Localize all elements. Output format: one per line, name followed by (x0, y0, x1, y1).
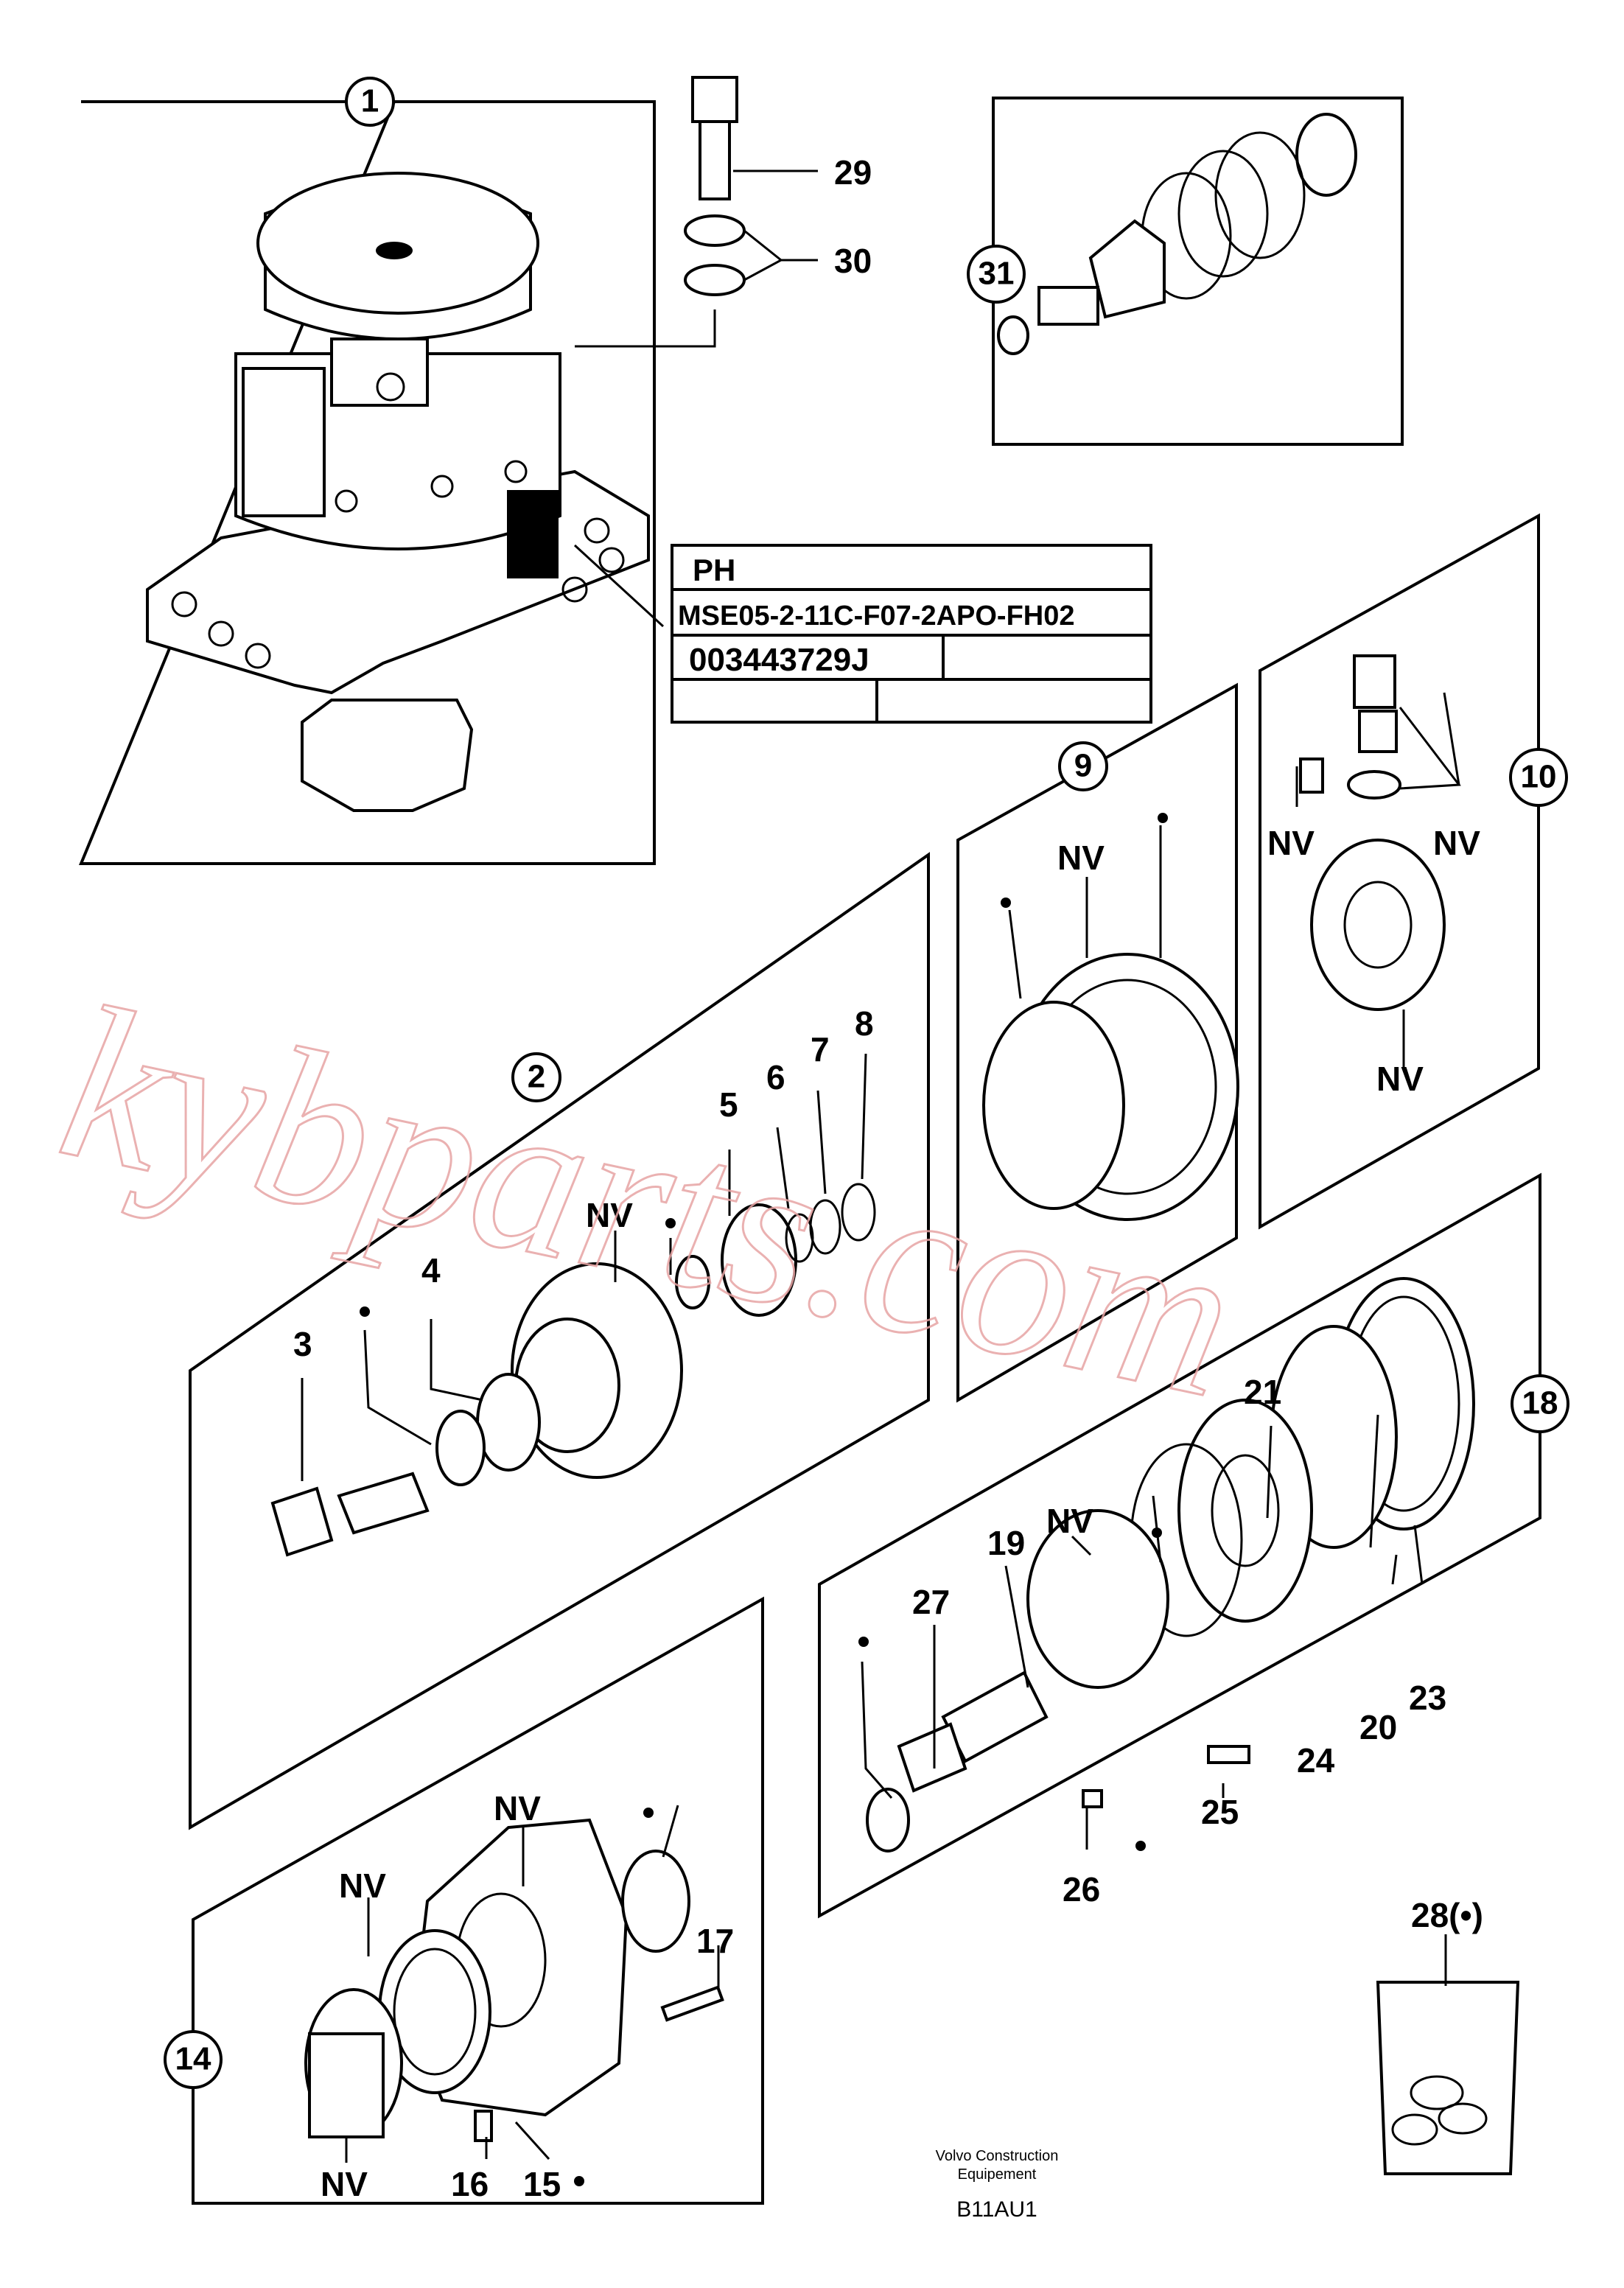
label-27: 27 (912, 1583, 950, 1621)
svg-text:9: 9 (1074, 748, 1092, 784)
panel-2-housing (189, 852, 930, 1830)
svg-text:2: 2 (528, 1059, 545, 1095)
label-nv-panel-2: NV (586, 1196, 633, 1234)
footer-line-1: Volvo Construction (936, 2148, 1059, 2164)
callout-31: 31 (967, 245, 1026, 304)
label-nv-panel-10-bottom: NV (1376, 1060, 1424, 1098)
label-nv-panel-14-top: NV (494, 1789, 541, 1827)
label-nv-panel-14-bottom: NV (321, 2165, 368, 2203)
bolt-and-washers (684, 76, 818, 296)
nameplate-line-2: MSE05-2-11C-F07-2APO-FH02 (678, 601, 1075, 632)
label-nv-panel-14-left: NV (339, 1867, 386, 1905)
label-16: 16 (451, 2165, 489, 2203)
callout-1: 1 (345, 77, 395, 127)
panel-1-swing-motor (79, 100, 716, 865)
callout-18: 18 (1511, 1374, 1569, 1433)
label-8: 8 (855, 1004, 874, 1043)
label-6: 6 (766, 1058, 785, 1096)
label-29: 29 (834, 153, 872, 192)
panel-18-brake (818, 1172, 1541, 1919)
label-nv-panel-18: NV (1046, 1502, 1093, 1540)
label-23: 23 (1409, 1679, 1446, 1717)
label-30: 30 (834, 242, 872, 280)
label-3: 3 (293, 1325, 312, 1363)
svg-text:31: 31 (979, 256, 1015, 292)
nameplate-line-3: 003443729J (689, 642, 869, 678)
label-5: 5 (719, 1085, 738, 1124)
callout-14: 14 (164, 2030, 223, 2089)
label-17: 17 (696, 1922, 734, 1960)
callout-9: 9 (1058, 741, 1108, 791)
label-15: 15 (523, 2165, 561, 2203)
panel-14-valve-body (192, 1596, 764, 2205)
label-20: 20 (1359, 1708, 1397, 1746)
label-19: 19 (987, 1524, 1025, 1562)
svg-text:14: 14 (175, 2041, 211, 2077)
label-26: 26 (1063, 1870, 1100, 1909)
label-nv-panel-10-left: NV (1267, 824, 1315, 862)
callout-2: 2 (511, 1052, 561, 1102)
panel-9-ring (956, 682, 1239, 1403)
label-7: 7 (811, 1030, 830, 1068)
seal-kit-bag (1376, 1934, 1520, 2175)
bullet-markers (360, 813, 1168, 2186)
footer-code: B11AU1 (956, 2197, 1037, 2222)
label-28: 28(•) (1411, 1896, 1483, 1934)
label-4: 4 (421, 1251, 441, 1290)
nameplate-line-1: PH (693, 553, 735, 587)
label-nv-panel-10-right: NV (1433, 824, 1480, 862)
label-21: 21 (1244, 1373, 1281, 1411)
nameplate: PH MSE05-2-11C-F07-2APO-FH02 003443729J (671, 544, 1152, 724)
svg-text:18: 18 (1522, 1385, 1558, 1421)
label-24: 24 (1297, 1741, 1335, 1780)
callout-10: 10 (1509, 748, 1568, 807)
panel-31-inset (992, 97, 1404, 446)
footer-line-2: Equipement (958, 2166, 1037, 2183)
label-nv-panel-9: NV (1057, 839, 1105, 877)
panel-10-pistons (1259, 513, 1540, 1230)
svg-text:10: 10 (1521, 759, 1557, 795)
label-25: 25 (1201, 1793, 1239, 1831)
svg-text:1: 1 (361, 83, 379, 119)
